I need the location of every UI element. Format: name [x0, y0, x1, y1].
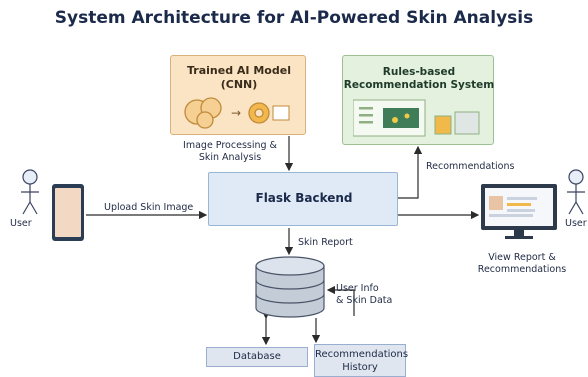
- arrow-backend-to-rules: [398, 145, 423, 199]
- phone-icon: [52, 184, 84, 241]
- dashboard-icon: [353, 99, 480, 137]
- user-icon: [567, 169, 585, 215]
- recommendations-label: Recommendations: [426, 161, 515, 172]
- flask-backend-box: Flask Backend: [208, 172, 398, 226]
- rules-title-line2: Recommendation System: [343, 79, 495, 91]
- upload-label: Upload Skin Image: [104, 202, 194, 213]
- arrow-user-info: [326, 285, 355, 316]
- model-title-line1: Trained AI Model: [187, 64, 291, 77]
- diagram-title: System Architecture for AI-Powered Skin …: [54, 8, 534, 28]
- neural-network-icon: [184, 97, 222, 129]
- monitor-icon: [481, 184, 557, 239]
- database-box: Database: [206, 347, 308, 367]
- gear-icon: [248, 102, 270, 124]
- model-title-line2: (CNN): [220, 78, 258, 91]
- image-processing-label: Image Processing & Skin Analysis: [183, 140, 277, 163]
- user-label-left: User: [10, 218, 32, 229]
- svg-text:→: →: [231, 106, 241, 120]
- view-report-label: View Report & Recommendations: [477, 252, 567, 275]
- trained-model-box: Trained AI Model (CNN) →: [170, 55, 306, 135]
- user-info-label: User Info & Skin Data: [336, 283, 393, 306]
- history-box: Recommendations History: [314, 344, 408, 377]
- user-label-right: User: [565, 218, 587, 229]
- skin-photo: [55, 188, 81, 237]
- backend-label: Flask Backend: [255, 191, 353, 205]
- skin-report-label: Skin Report: [298, 237, 353, 248]
- rules-title-line1: Rules-based: [382, 66, 456, 78]
- user-icon: [21, 169, 39, 215]
- rules-system-box: Rules-based Recommendation System: [342, 55, 494, 145]
- model-illustration: →: [184, 97, 290, 129]
- database-icon: [255, 256, 325, 318]
- report-icon: [272, 105, 290, 121]
